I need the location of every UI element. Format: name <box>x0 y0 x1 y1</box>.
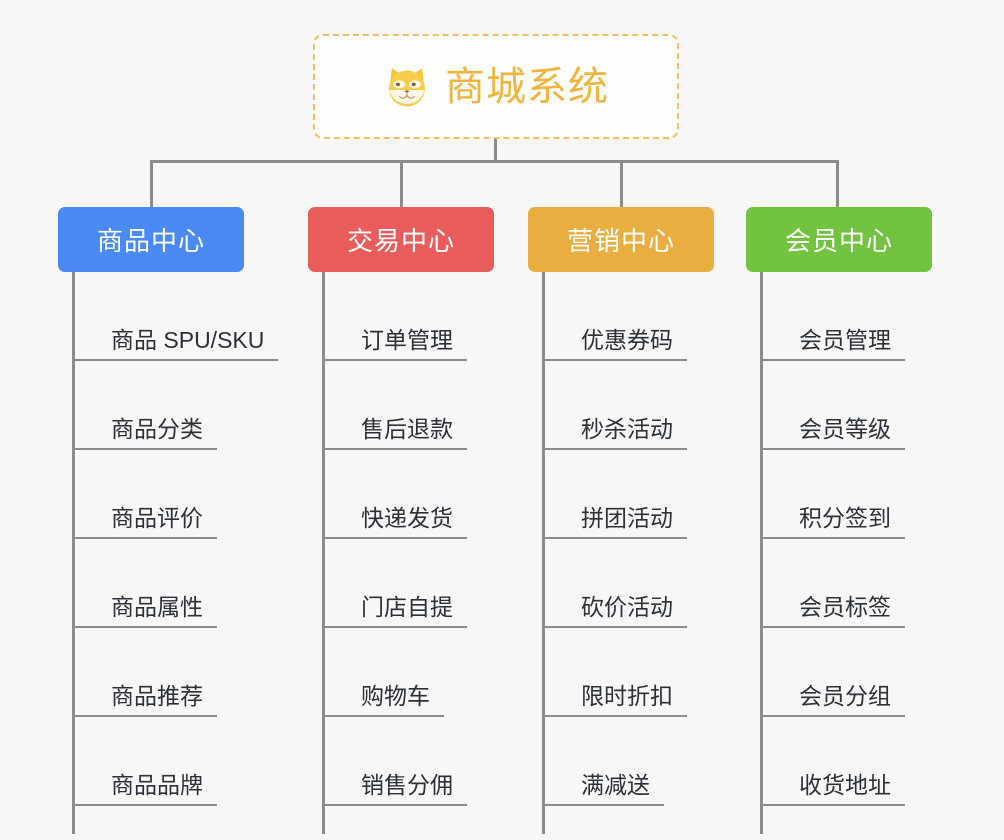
leaf-item[interactable]: 会员等级 <box>763 361 905 450</box>
connector-drop-4 <box>836 160 839 208</box>
connector-drop-1 <box>150 160 153 208</box>
category-label-4: 会员中心 <box>784 226 893 256</box>
branch-spine-1 <box>72 272 75 834</box>
leaf-label: 商品属性 <box>75 594 217 628</box>
leaf-item[interactable]: 会员管理 <box>763 272 905 361</box>
leaf-item[interactable]: 拼团活动 <box>545 450 687 539</box>
connector-root-stem <box>494 139 497 163</box>
category-box-2[interactable]: 交易中心 <box>308 207 494 272</box>
leaf-item[interactable]: 积分签到 <box>763 450 905 539</box>
leaf-label: 会员等级 <box>763 416 905 450</box>
leaf-label: 会员标签 <box>763 594 905 628</box>
leaf-item[interactable]: 商品品牌 <box>75 717 217 806</box>
leaf-label: 会员管理 <box>763 327 905 361</box>
leaf-label: 订单管理 <box>325 327 467 361</box>
leaf-item[interactable]: 满减送 <box>545 717 664 806</box>
leaf-item[interactable]: 商品属性 <box>75 539 217 628</box>
leaf-label: 限时折扣 <box>545 683 687 717</box>
root-node[interactable]: 商城系统 <box>313 34 679 139</box>
leaf-label: 售后退款 <box>325 416 467 450</box>
leaf-label: 拼团活动 <box>545 505 687 539</box>
shiba-dog-face-icon <box>383 63 431 111</box>
leaf-item[interactable]: 订单管理 <box>325 272 467 361</box>
leaf-item[interactable]: 销售分佣 <box>325 717 467 806</box>
leaf-label: 优惠券码 <box>545 327 687 361</box>
leaf-label: 购物车 <box>325 683 444 717</box>
leaf-label: 积分签到 <box>763 505 905 539</box>
connector-horizontal-bar <box>150 160 839 163</box>
leaf-label: 秒杀活动 <box>545 416 687 450</box>
leaf-item[interactable]: 会员分组 <box>763 628 905 717</box>
category-box-1[interactable]: 商品中心 <box>58 207 244 272</box>
category-label-1: 商品中心 <box>96 226 205 256</box>
leaf-item[interactable]: 收货地址 <box>763 717 905 806</box>
branch-spine-3 <box>542 272 545 834</box>
leaf-item[interactable]: 门店自提 <box>325 539 467 628</box>
root-title: 商城系统 <box>445 64 609 109</box>
leaf-label: 商品 SPU/SKU <box>75 327 279 361</box>
leaf-label: 商品推荐 <box>75 683 217 717</box>
leaf-item[interactable]: 售后退款 <box>325 361 467 450</box>
leaf-label: 收货地址 <box>763 772 905 806</box>
leaf-item[interactable]: 秒杀活动 <box>545 361 687 450</box>
connector-drop-3 <box>620 160 623 208</box>
leaf-item[interactable]: 商品评价 <box>75 450 217 539</box>
leaf-label: 会员分组 <box>763 683 905 717</box>
leaf-item[interactable]: 快递发货 <box>325 450 467 539</box>
category-label-3: 营销中心 <box>566 226 675 256</box>
category-box-3[interactable]: 营销中心 <box>528 207 714 272</box>
leaf-item[interactable]: 会员标签 <box>763 539 905 628</box>
leaf-label: 商品分类 <box>75 416 217 450</box>
branch-spine-4 <box>760 272 763 834</box>
leaf-label: 快递发货 <box>325 505 467 539</box>
leaf-item[interactable]: 购物车 <box>325 628 444 717</box>
leaf-item[interactable]: 商品 SPU/SKU <box>75 272 279 361</box>
leaf-label: 商品评价 <box>75 505 217 539</box>
leaf-label: 门店自提 <box>325 594 467 628</box>
category-box-4[interactable]: 会员中心 <box>746 207 932 272</box>
leaf-label: 商品品牌 <box>75 772 217 806</box>
leaf-item[interactable]: 商品分类 <box>75 361 217 450</box>
leaf-label: 满减送 <box>545 772 664 806</box>
leaf-item[interactable]: 砍价活动 <box>545 539 687 628</box>
branch-spine-2 <box>322 272 325 834</box>
leaf-label: 砍价活动 <box>545 594 687 628</box>
leaf-item[interactable]: 限时折扣 <box>545 628 687 717</box>
connector-drop-2 <box>400 160 403 208</box>
leaf-item[interactable]: 优惠券码 <box>545 272 687 361</box>
leaf-item[interactable]: 商品推荐 <box>75 628 217 717</box>
category-label-2: 交易中心 <box>346 226 455 256</box>
leaf-label: 销售分佣 <box>325 772 467 806</box>
